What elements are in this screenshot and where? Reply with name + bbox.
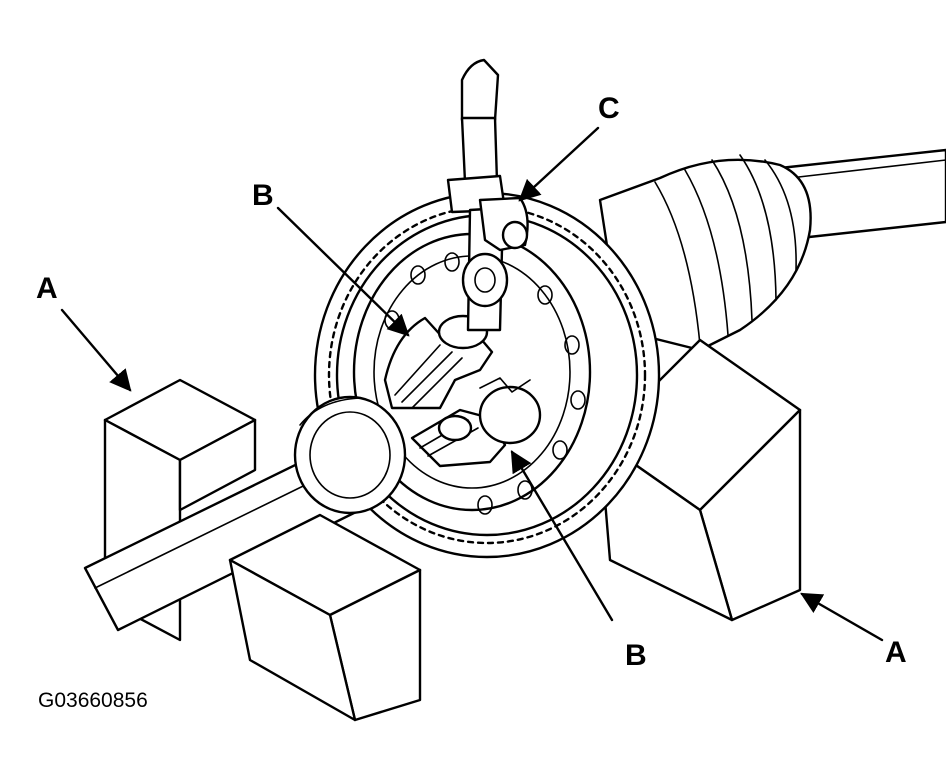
cv-joint-boot bbox=[598, 154, 812, 352]
label-a-right: A bbox=[885, 636, 907, 669]
label-b-lower: B bbox=[625, 639, 647, 672]
side-bearing bbox=[293, 395, 407, 515]
bolt-holes bbox=[384, 252, 586, 515]
callout-arrows bbox=[60, 126, 884, 642]
label-b-upper: B bbox=[252, 179, 274, 212]
figure-code: G03660856 bbox=[38, 689, 148, 712]
support-block-front bbox=[228, 513, 422, 722]
label-a-left: A bbox=[36, 272, 58, 305]
support-block-right bbox=[598, 338, 802, 622]
pinion-gears bbox=[383, 314, 542, 468]
label-c: C bbox=[598, 92, 620, 125]
